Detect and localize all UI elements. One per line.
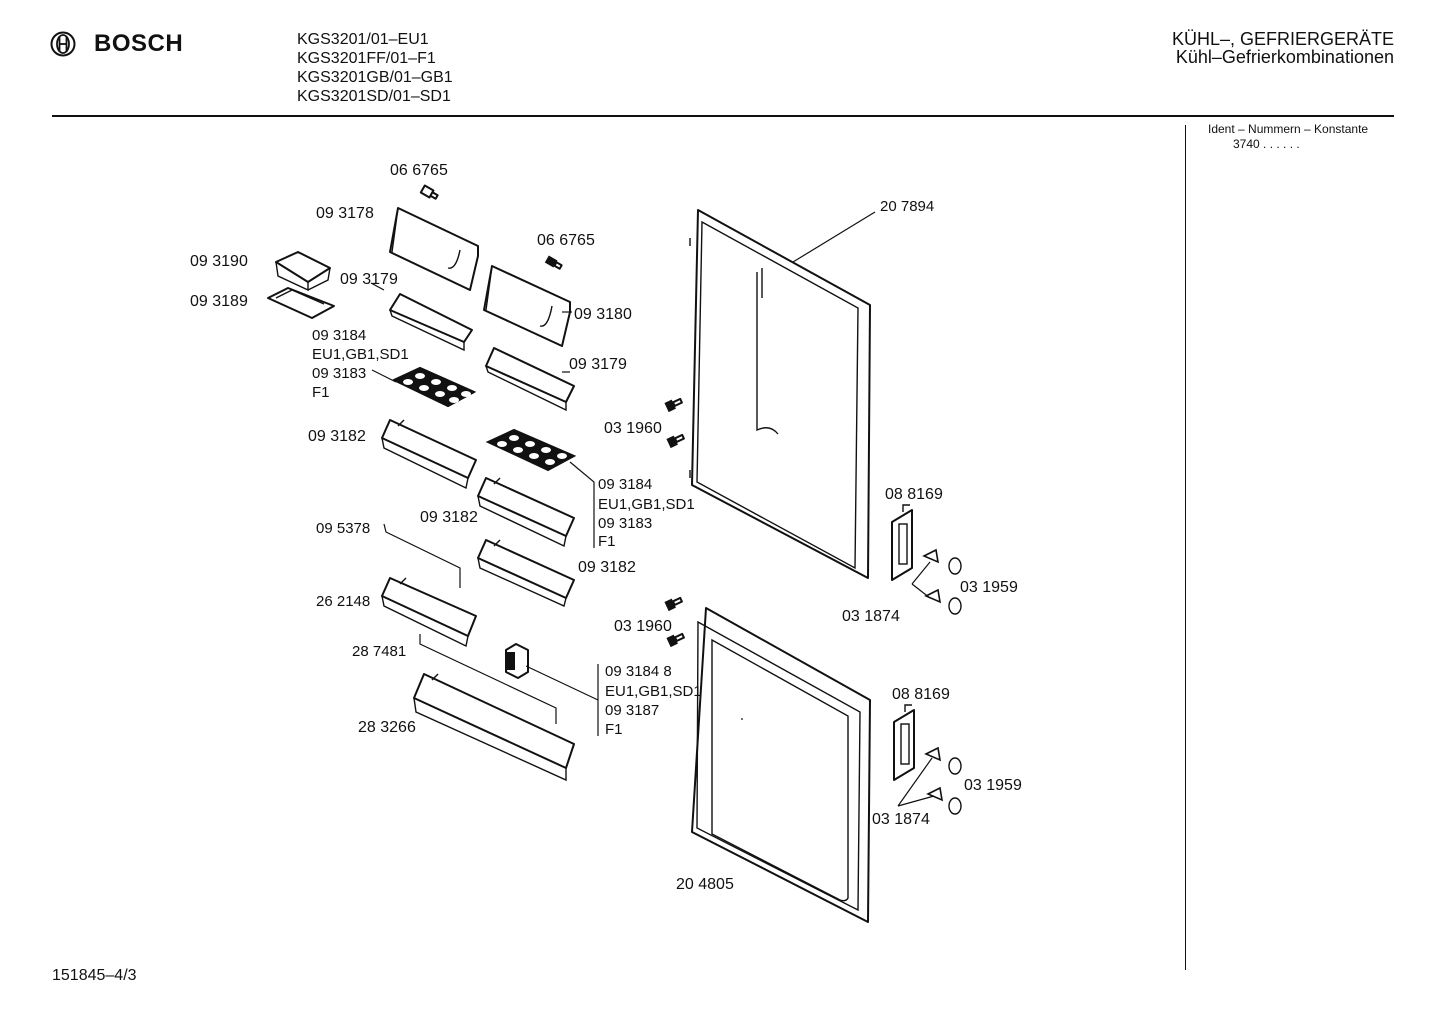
upper-door-drawing <box>689 209 876 579</box>
leader-lines <box>370 282 572 373</box>
label-wire-rail: 09 5378 <box>316 520 370 537</box>
label-upper-door: 20 7894 <box>880 198 934 215</box>
label-hinge-lower: 08 8169 <box>892 686 950 703</box>
label-clip-variant: EU1,GB1,SD1 <box>605 683 702 700</box>
header-divider <box>52 115 1394 117</box>
label-screw-top-right: 06 6765 <box>537 232 595 249</box>
label-egg-right-alt-variant: F1 <box>598 533 616 550</box>
brand-name: BOSCH <box>94 30 184 57</box>
part-labels: 06 6765 09 3178 09 3190 09 3189 09 3179 … <box>190 162 1022 893</box>
side-column-divider <box>1185 125 1186 970</box>
hinge-assembly-lower <box>893 704 962 815</box>
label-bin-top-left: 09 3178 <box>316 205 374 222</box>
label-bin-top-right: 09 3180 <box>574 306 632 323</box>
label-hinge-upper: 08 8169 <box>885 486 943 503</box>
bottle-shelves-drawing <box>381 523 599 782</box>
label-butter-base: 09 3189 <box>190 293 248 310</box>
ident-value: 3740 . . . . . . <box>1233 137 1300 151</box>
label-egg-left-variant: EU1,GB1,SD1 <box>312 346 409 363</box>
shelf-clip-icon <box>505 643 529 679</box>
brand: BOSCH <box>50 30 183 58</box>
model-number: KGS3201SD/01–SD1 <box>297 88 451 105</box>
hinge-assembly-upper <box>891 504 962 615</box>
label-egg-right: 09 3184 <box>598 476 652 493</box>
label-egg-left: 09 3184 <box>312 327 366 344</box>
label-cap-lower: 03 1959 <box>964 777 1022 794</box>
model-number: KGS3201GB/01–GB1 <box>297 69 453 86</box>
label-cap-upper: 03 1959 <box>960 579 1018 596</box>
label-clip-alt: 09 3187 <box>605 702 659 719</box>
ident-label: Ident – Nummern – Konstante <box>1208 122 1369 136</box>
label-egg-right-alt: 09 3183 <box>598 515 652 532</box>
category-heading: KÜHL–, GEFRIERGERÄTE Kühl–Gefrierkombina… <box>1172 30 1394 66</box>
lower-door-drawing <box>691 607 871 923</box>
door-shelves-drawing <box>381 419 575 607</box>
label-butter-lid: 09 3190 <box>190 253 248 270</box>
egg-trays-drawing <box>371 366 595 548</box>
label-clip-alt-variant: F1 <box>605 721 623 738</box>
label-egg-right-variant: EU1,GB1,SD1 <box>598 496 695 513</box>
label-egg-left-alt: 09 3183 <box>312 365 366 382</box>
label-clip: 09 3184 8 <box>605 663 672 680</box>
label-shelf-lower-right: 09 3182 <box>578 559 636 576</box>
label-shelf-small-left: 09 3179 <box>340 271 398 288</box>
category-subtitle: Kühl–Gefrierkombinationen <box>1175 47 1394 67</box>
label-door-screw-lower: 03 1960 <box>614 618 672 635</box>
label-lower-door: 20 4805 <box>676 876 734 893</box>
category-title: KÜHL–, GEFRIERGERÄTE <box>1171 29 1394 49</box>
model-list: KGS3201/01–EU1 KGS3201FF/01–F1 KGS3201GB… <box>297 30 453 106</box>
model-number: KGS3201FF/01–F1 <box>297 50 436 67</box>
label-pin-lower: 03 1874 <box>872 811 930 828</box>
label-bottle-shelf: 28 3266 <box>358 719 416 736</box>
label-door-screw-upper: 03 1960 <box>604 420 662 437</box>
label-shelf-left: 09 3182 <box>308 428 366 445</box>
label-pin-upper: 03 1874 <box>842 608 900 625</box>
label-shelf-mid: 09 3182 <box>420 509 478 526</box>
label-screw-top: 06 6765 <box>390 162 448 179</box>
label-egg-left-alt-variant: F1 <box>312 384 330 401</box>
ident-block: Ident – Nummern – Konstante 3740 . . . .… <box>1208 122 1368 152</box>
upper-bins-drawing <box>267 184 575 412</box>
door-screws <box>664 397 685 648</box>
label-shelf-small-right: 09 3179 <box>569 356 627 373</box>
label-bottle-rail: 28 7481 <box>352 643 406 660</box>
bosch-armature-logo-icon <box>50 31 76 57</box>
model-number: KGS3201/01–EU1 <box>297 31 429 48</box>
label-bottle-shelf-small: 26 2148 <box>316 593 370 610</box>
document-number: 151845–4/3 <box>52 967 137 984</box>
